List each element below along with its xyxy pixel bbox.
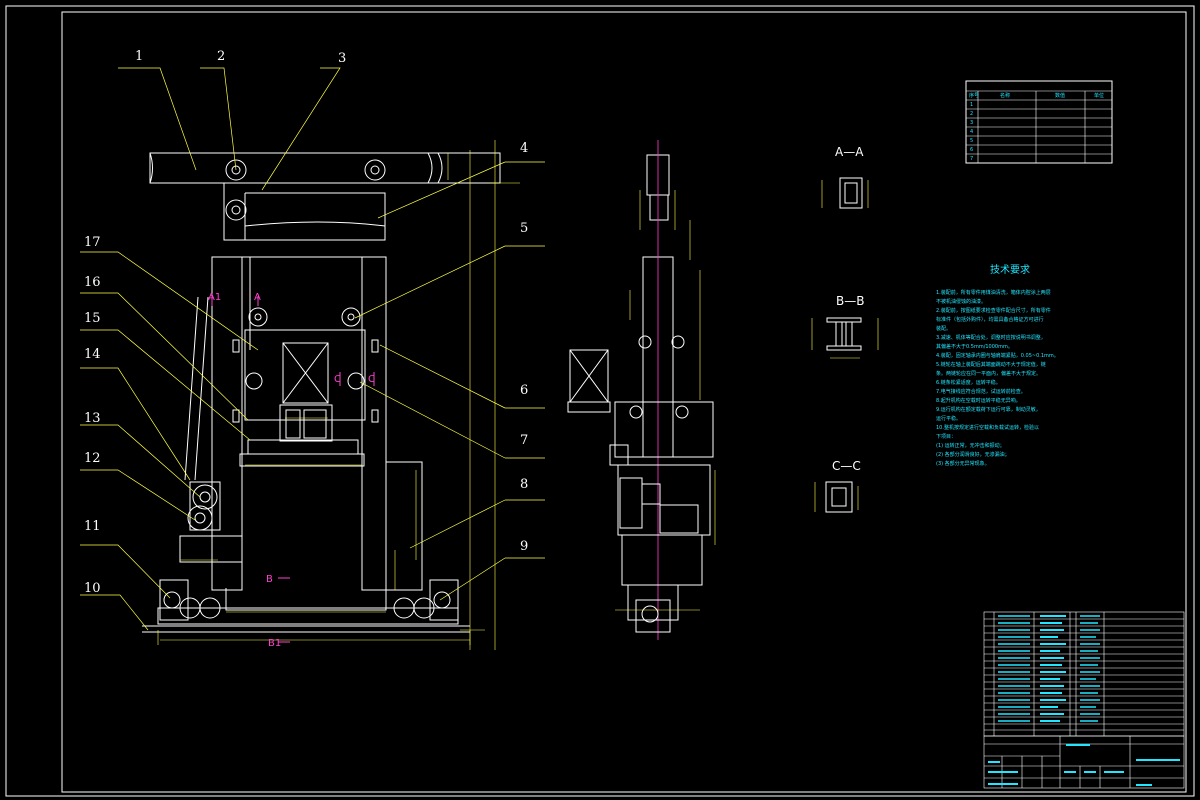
parts-list — [983, 611, 1185, 737]
side-view-dimensions — [615, 190, 716, 611]
view-mark-c: C — [368, 374, 375, 385]
front-view-dimensions — [157, 140, 520, 650]
side-view — [567, 140, 714, 640]
balloon-7: 7 — [520, 433, 528, 448]
tech-requirements-title: 技术要求 — [990, 263, 1030, 276]
param-row-no: 5 — [970, 138, 973, 144]
section-label-aa: A—A — [835, 145, 864, 159]
balloon-3: 3 — [338, 51, 346, 66]
tech-line: 8.起升机构在空载时运转平稳无异响。 — [936, 397, 1021, 404]
section-bb — [811, 317, 879, 359]
param-row-no: 4 — [970, 129, 973, 135]
tech-line: 3.减速、机体等配合处，调整时应按说明书调整， — [936, 334, 1046, 341]
tech-line: (1) 运转正常，无冲击和振动； — [936, 442, 1005, 449]
tech-line: 2.装配前，按图纸要求检查零件配合尺寸，所有零件 — [936, 307, 1051, 314]
section-label-bb: B—B — [836, 294, 864, 308]
tech-line: 10.整机按规定进行空载和负载试运转，检验以 — [936, 424, 1039, 431]
tech-requirements: 技术要求 1.装配前，所有零件用煤油清洗，箱体内腔涂上两层 不被机油侵蚀的油漆。… — [936, 263, 1059, 467]
tech-line: (2) 各部分润滑良好，无渗漏油； — [936, 451, 1010, 458]
tech-line: 1.装配前，所有零件用煤油清洗，箱体内腔涂上两层 — [936, 289, 1051, 296]
balloon-1: 1 — [135, 49, 143, 64]
tech-line: 标准件（包括外购件），均需具备合格证方可进行 — [936, 316, 1044, 323]
param-header-unit: 单位 — [1094, 92, 1104, 99]
balloon-11: 11 — [84, 519, 101, 534]
balloon-10: 10 — [84, 581, 101, 596]
balloon-15: 15 — [84, 311, 101, 326]
tech-line: (3) 各部分无异常现象。 — [936, 460, 990, 467]
tech-line: 不被机油侵蚀的油漆。 — [936, 298, 986, 305]
tech-line: 6.链条松紧适度，运转平稳。 — [936, 379, 1001, 386]
param-header-name: 名称 — [1000, 92, 1010, 99]
tech-line: 其偏差不大于0.5mm/1000mm。 — [936, 343, 1013, 350]
balloon-4: 4 — [520, 141, 528, 156]
param-header-no: 序号 — [969, 92, 979, 99]
tech-line: 运行平稳。 — [936, 415, 961, 422]
tech-line: 7.电气接线应符合规范，试运转前检查。 — [936, 388, 1026, 395]
param-row-no: 3 — [970, 120, 973, 126]
balloon-leaders — [80, 67, 545, 631]
tech-line: 条。两链轮应在同一平面内，偏差不大于规定。 — [936, 370, 1041, 377]
param-row-no: 1 — [970, 102, 973, 108]
tech-line: 5.链轮在轴上装配后其端面跳动不大于规定值，链 — [936, 361, 1046, 368]
view-mark-b1: B1 — [268, 638, 281, 649]
balloon-8: 8 — [520, 477, 528, 492]
balloon-6: 6 — [520, 383, 528, 398]
balloon-13: 13 — [84, 411, 101, 426]
balloon-9: 9 — [520, 539, 528, 554]
inner-frame — [61, 11, 1187, 793]
balloon-12: 12 — [84, 451, 101, 466]
balloon-16: 16 — [84, 275, 101, 290]
view-mark-c1: C — [334, 374, 341, 385]
view-mark-a1: A1 — [208, 292, 221, 303]
balloon-5: 5 — [520, 221, 528, 236]
front-view — [142, 152, 501, 633]
view-mark-b: B — [266, 574, 273, 585]
param-row-no: 7 — [970, 156, 973, 162]
tech-line: 4.装配，固定轴承内圈与轴肩端紧贴，0.05~0.1mm。 — [936, 352, 1059, 359]
section-aa — [821, 177, 869, 209]
section-cc — [814, 481, 859, 513]
tech-line: 9.运行机构在额定载荷下运行可靠，制动灵敏， — [936, 406, 1041, 413]
balloon-2: 2 — [217, 49, 225, 64]
front-view-markers: A1 A C C B B1 — [208, 292, 375, 649]
param-row-no: 2 — [970, 111, 973, 117]
balloon-14: 14 — [84, 347, 101, 362]
tech-line: 下项目： — [936, 434, 956, 440]
balloon-17: 17 — [84, 235, 101, 250]
title-block-text-marks — [988, 744, 1180, 786]
outer-frame — [5, 5, 1195, 797]
section-label-cc: C—C — [832, 459, 861, 473]
title-block — [983, 735, 1185, 789]
tech-line: 装配。 — [936, 325, 951, 332]
param-header-value: 数值 — [1055, 92, 1065, 99]
parts-list-text — [998, 615, 1100, 722]
balloon-numbers: 1 2 3 4 5 6 7 8 9 10 11 12 13 14 15 16 1… — [84, 49, 528, 596]
parameter-table: 序号 名称 数值 单位 1 2 3 4 5 6 7 — [965, 80, 1113, 164]
param-row-no: 6 — [970, 147, 973, 153]
